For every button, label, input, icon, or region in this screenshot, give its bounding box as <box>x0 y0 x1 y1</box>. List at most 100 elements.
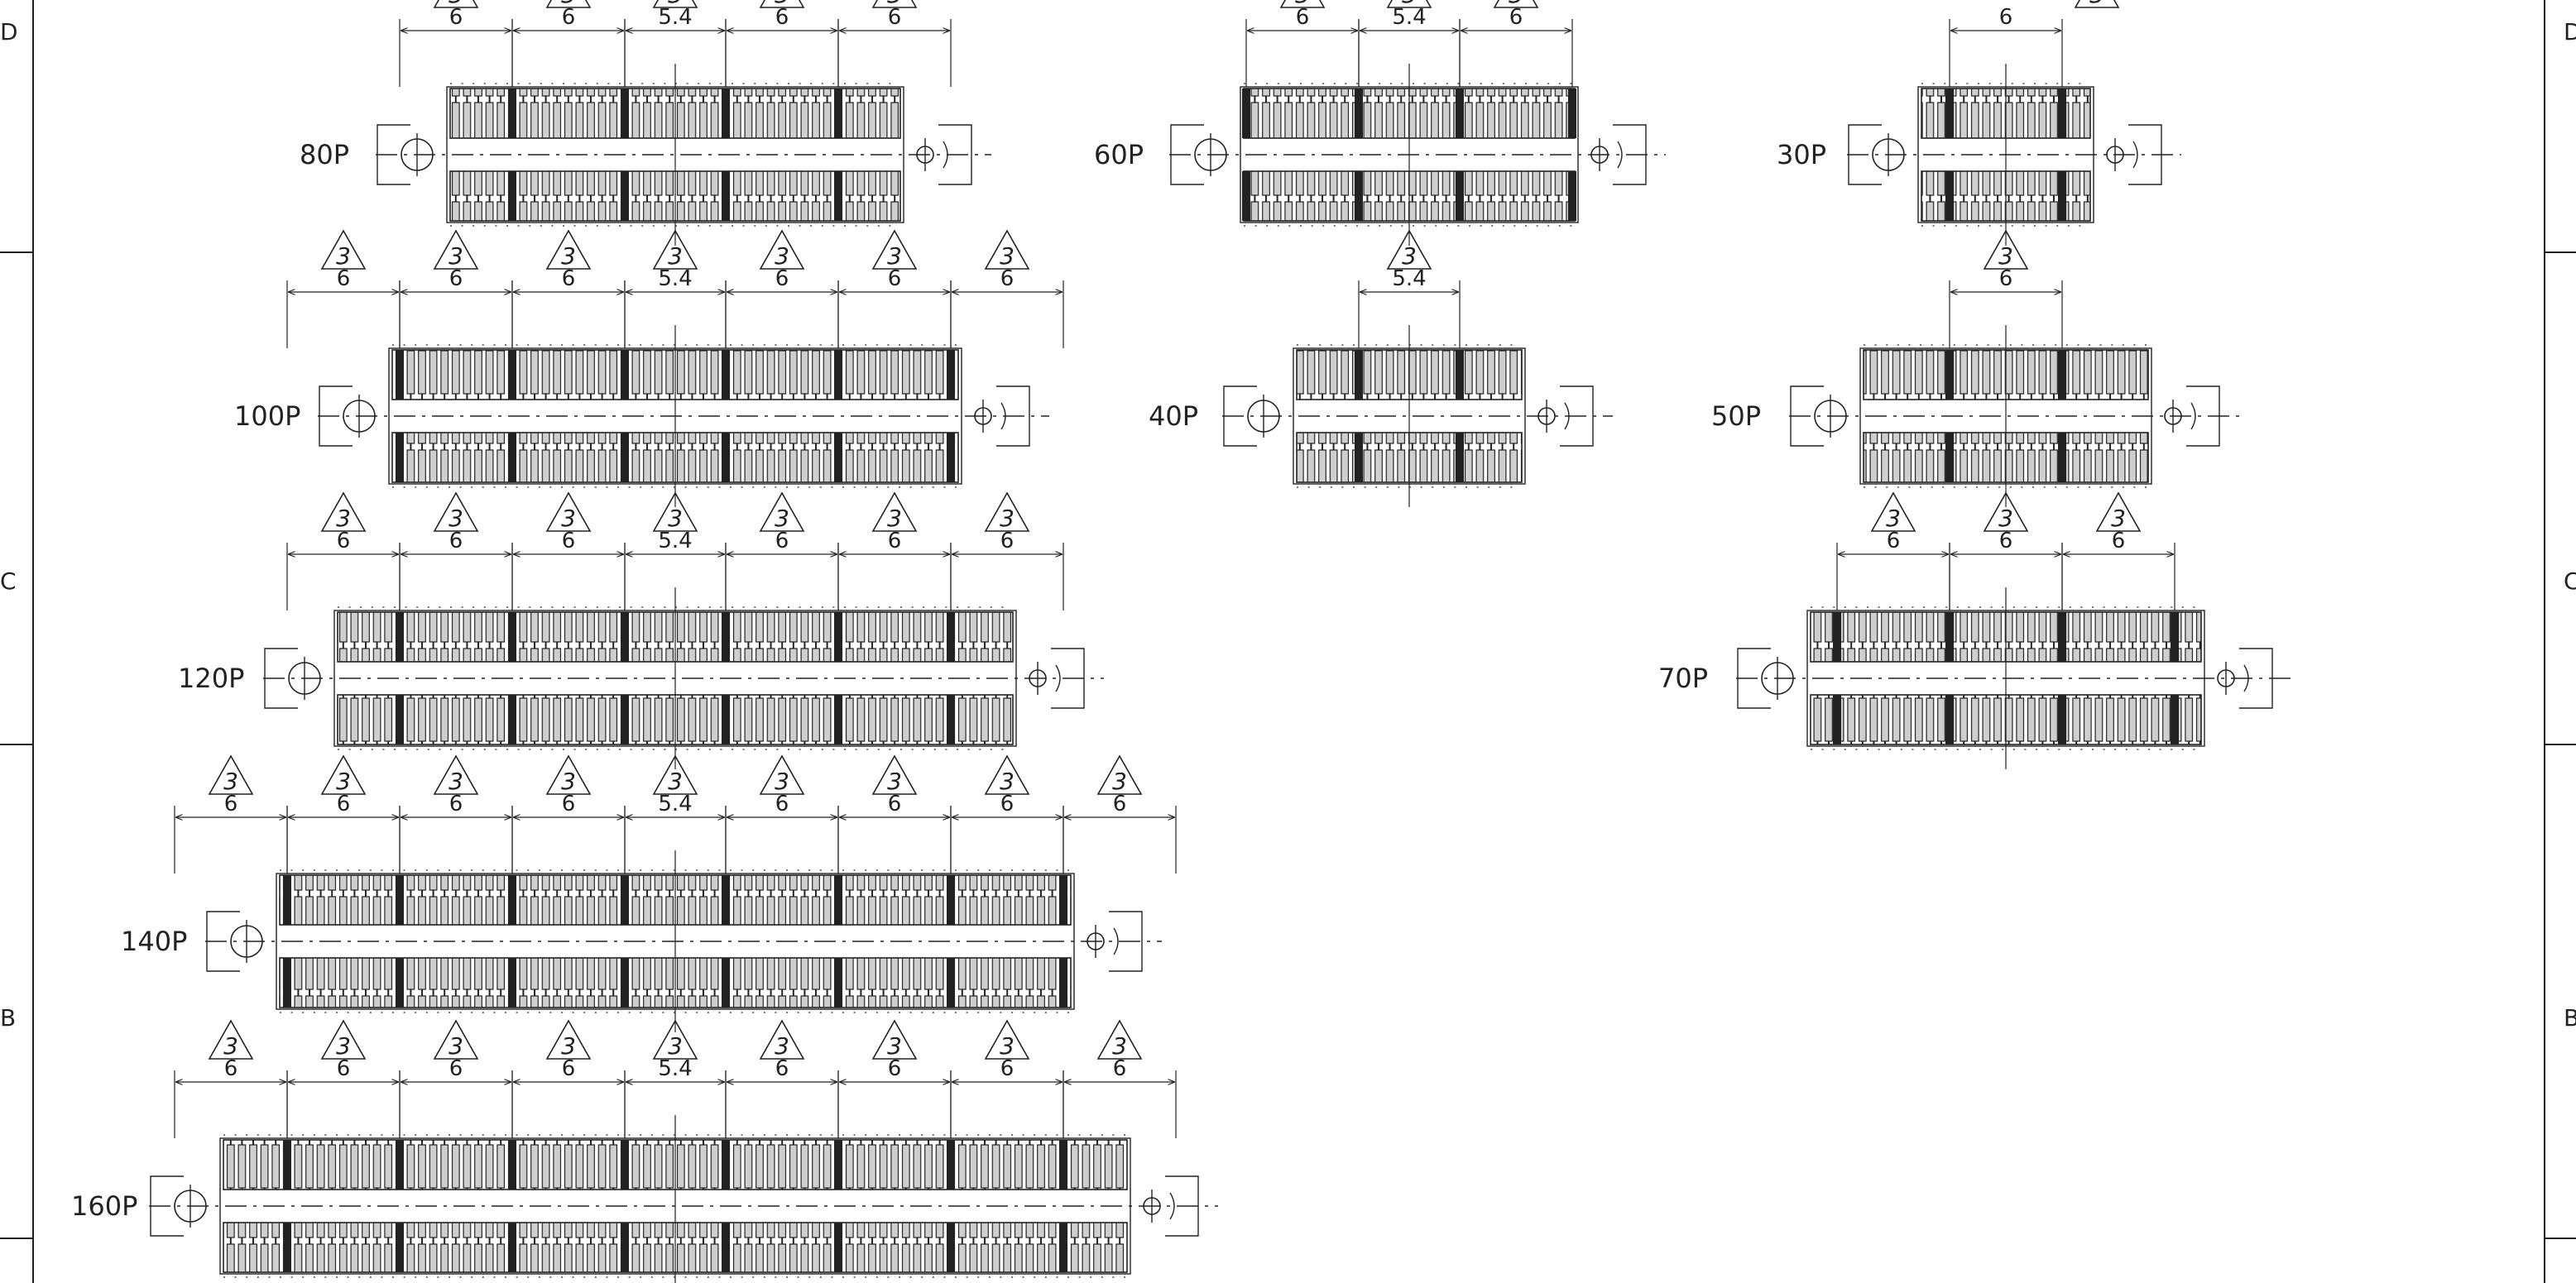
left-peg-bracket <box>1790 385 1824 447</box>
revision-triangle <box>433 0 479 8</box>
key-pin-marker <box>508 875 516 925</box>
key-pin-marker <box>2058 695 2066 744</box>
connector-label: 40P <box>1149 400 1198 432</box>
key-pin-marker <box>834 89 842 138</box>
revision-triangle <box>208 754 254 795</box>
revision-number: 3 <box>775 1032 789 1060</box>
revision-triangle <box>1493 0 1539 8</box>
dimension-value: 6 <box>888 1056 902 1081</box>
key-pin-marker <box>722 1140 730 1190</box>
revision-triangle <box>433 229 479 270</box>
key-pin-marker <box>283 1140 291 1190</box>
key-pin-marker <box>722 958 730 1008</box>
key-pin-marker <box>1945 612 1954 662</box>
revision-number: 3 <box>1998 505 2013 532</box>
dimension-value: 6 <box>888 792 902 816</box>
dimension-value: 6 <box>775 792 789 816</box>
dimension-value: 6 <box>1509 5 1523 30</box>
zone-markers: D C B D C B <box>0 18 2576 1032</box>
dimension-value: 6 <box>449 1056 463 1081</box>
key-pin-marker <box>834 1140 842 1190</box>
key-pin-marker <box>396 695 404 744</box>
revision-triangle <box>871 1019 918 1060</box>
key-pin-marker <box>947 433 955 482</box>
revision-triangle <box>1983 229 2029 270</box>
right-peg-notch <box>1055 664 1061 692</box>
revision-triangle <box>1096 1019 1143 1060</box>
key-pin-marker <box>621 171 629 221</box>
key-pin-marker <box>834 875 842 925</box>
connector-label: 120P <box>178 663 244 694</box>
revision-triangle <box>652 491 698 532</box>
dimension-value: 6 <box>449 266 463 291</box>
revision-triangle <box>871 229 918 270</box>
zone-letter-right-mid: C <box>2564 567 2576 595</box>
revision-number: 3 <box>887 1032 902 1060</box>
key-pin-marker <box>722 89 730 138</box>
right-peg-bracket <box>1165 1175 1199 1237</box>
key-pin-marker <box>508 958 516 1008</box>
left-peg-bracket <box>150 1175 184 1237</box>
revision-number: 3 <box>668 1032 683 1060</box>
connector-label: 80P <box>300 139 349 170</box>
dimension-value: 6 <box>562 529 576 553</box>
dimension-value: 6 <box>775 5 789 30</box>
revision-number: 3 <box>449 768 463 795</box>
key-pin-marker <box>396 433 404 482</box>
revision-number: 3 <box>668 768 683 795</box>
revision-triangle <box>984 1019 1030 1060</box>
right-peg-bracket <box>2186 385 2220 447</box>
revision-triangle <box>871 491 918 532</box>
key-pin-marker <box>1456 89 1464 138</box>
dimension-value: 6 <box>1000 266 1015 291</box>
key-pin-marker <box>508 1140 516 1190</box>
revision-triangle <box>759 491 805 532</box>
key-pin-marker <box>722 612 730 662</box>
key-pin-marker <box>947 612 955 662</box>
connector-80p: 5.436363636380P <box>300 0 991 246</box>
key-pin-marker <box>722 433 730 482</box>
key-pin-marker <box>621 875 629 925</box>
revision-number: 3 <box>1000 242 1015 270</box>
revision-triangle <box>871 0 918 8</box>
revision-triangle <box>320 229 367 270</box>
key-pin-marker <box>1059 1223 1067 1272</box>
dimension-value: 6 <box>1999 5 2013 30</box>
dimension-value: 6 <box>1113 1056 1127 1081</box>
dimension-value: 5.4 <box>1392 5 1426 30</box>
right-peg-notch <box>2243 664 2249 692</box>
left-peg-bracket <box>377 124 410 185</box>
key-pin-marker <box>722 875 730 925</box>
dimension-value: 6 <box>449 5 463 30</box>
revision-number: 3 <box>887 0 902 8</box>
key-pin-marker <box>508 695 516 744</box>
dimension-value: 6 <box>562 266 576 291</box>
zone-letter-left-top: D <box>0 18 18 45</box>
key-pin-marker <box>722 695 730 744</box>
key-pin-marker <box>834 612 842 662</box>
left-peg-bracket <box>1170 124 1204 185</box>
dimension-value: 5.4 <box>658 792 692 816</box>
key-pin-marker <box>1456 433 1464 482</box>
key-pin-marker <box>1355 89 1363 138</box>
revision-triangle <box>759 754 805 795</box>
right-peg-notch <box>1564 402 1570 430</box>
revision-number: 3 <box>561 505 576 532</box>
revision-triangle <box>545 0 592 8</box>
connector-60p: 5.43636360P <box>1094 0 1666 246</box>
dimension-value: 6 <box>562 792 576 816</box>
revision-triangle <box>208 1019 254 1060</box>
right-peg-bracket <box>1051 648 1085 709</box>
right-peg-bracket <box>2239 648 2273 709</box>
revision-number: 3 <box>561 242 576 270</box>
key-pin-marker <box>834 695 842 744</box>
dimension-value: 6 <box>2112 529 2126 553</box>
revision-number: 3 <box>668 0 683 8</box>
revision-number: 3 <box>449 242 463 270</box>
key-pin-marker <box>722 1223 730 1272</box>
left-peg-bracket <box>264 648 298 709</box>
key-pin-marker <box>1242 171 1250 221</box>
revision-triangle <box>320 1019 367 1060</box>
revision-number: 3 <box>223 768 238 795</box>
